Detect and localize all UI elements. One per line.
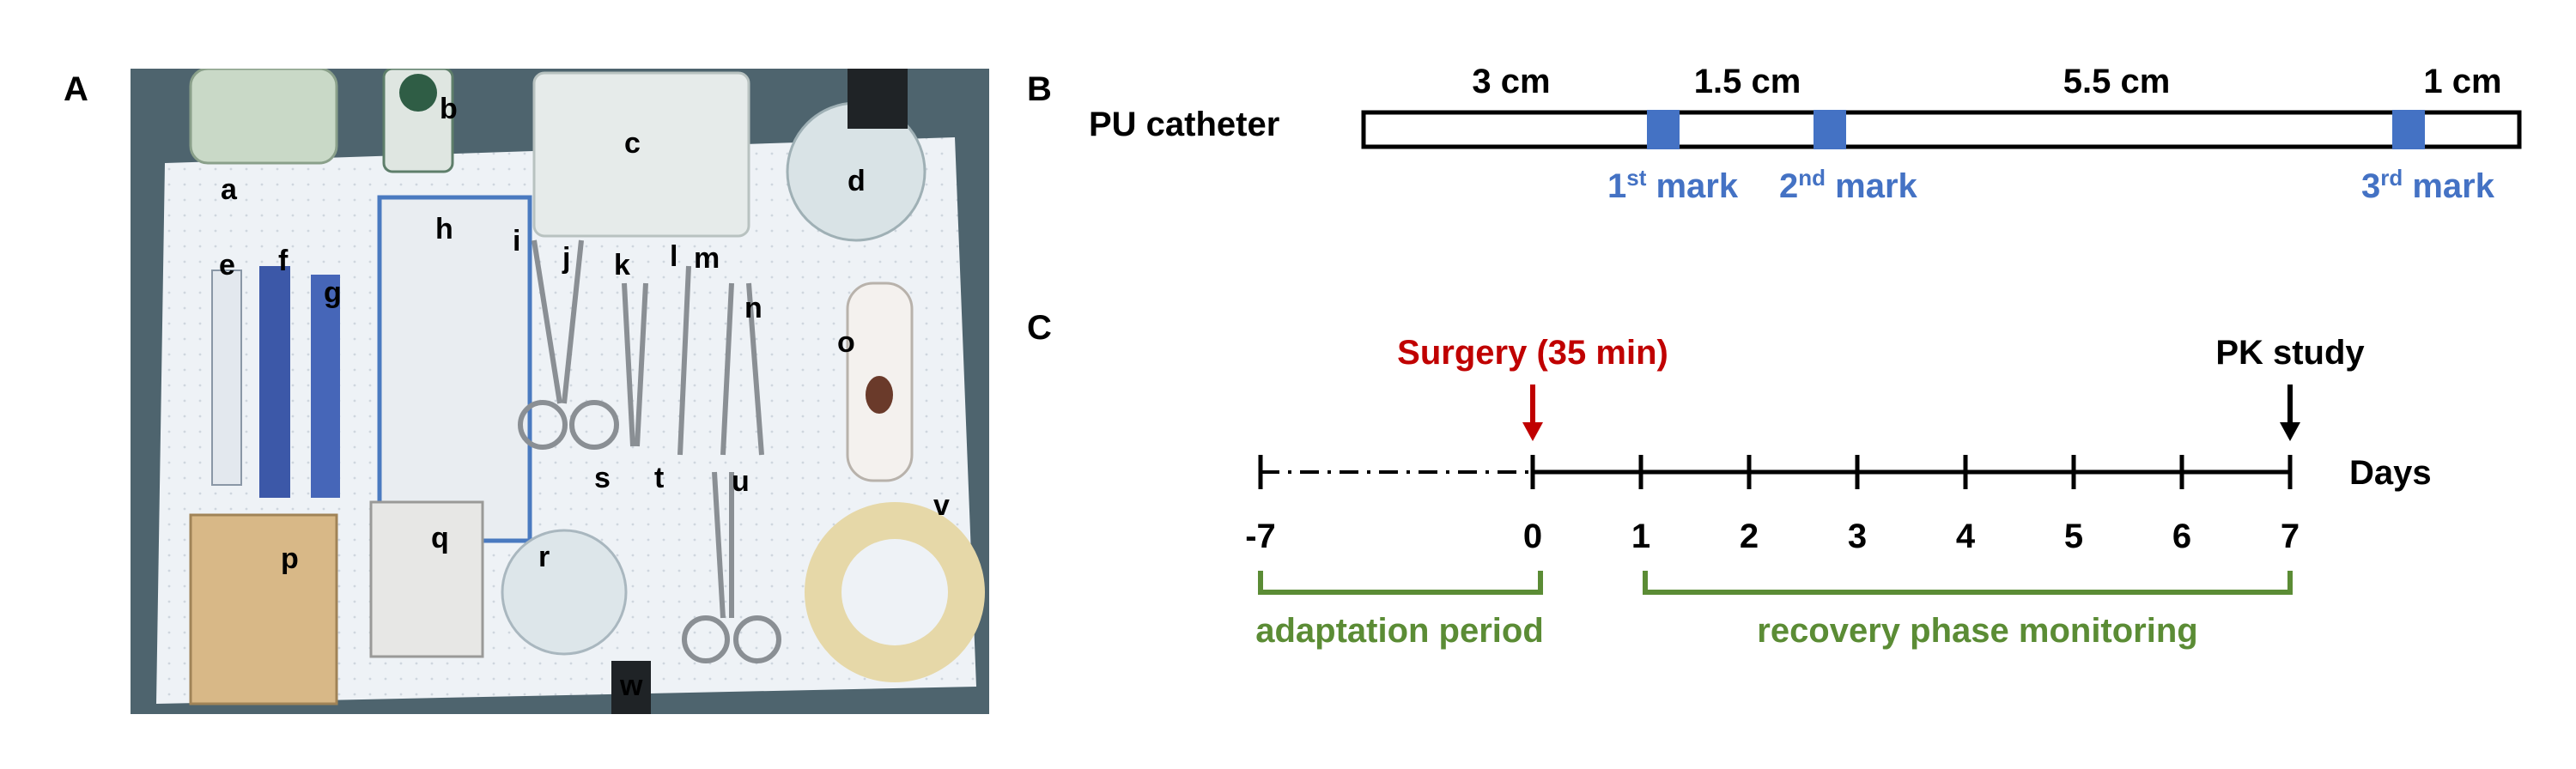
mark-1-label: 1st mark	[1607, 165, 1739, 205]
segment-2-length: 1.5 cm	[1694, 63, 1801, 100]
timeline-tick-label-7: 6	[2172, 518, 2191, 555]
recovery-bracket	[1645, 571, 2290, 592]
catheter-mark-2	[1814, 110, 1846, 149]
segment-3-length: 5.5 cm	[2063, 63, 2171, 100]
recovery-phase-label: recovery phase monitoring	[1757, 612, 2197, 650]
timeline-tick-label-5: 4	[1956, 518, 1976, 555]
timeline-tick-label-3: 2	[1740, 518, 1759, 555]
adaptation-bracket	[1261, 571, 1540, 592]
segment-4-length: 1 cm	[2423, 63, 2501, 100]
catheter-mark-1	[1647, 110, 1680, 149]
pk-study-arrow	[2280, 384, 2300, 441]
timeline-tick-label-2: 1	[1631, 518, 1650, 555]
catheter-tube	[1364, 112, 2519, 147]
mark-2-label: 2nd mark	[1779, 165, 1918, 205]
timeline-tick-label-6: 5	[2064, 518, 2083, 555]
timeline-tick-labels: -7 0 1 2 3 4 5 6 7	[1245, 518, 2300, 555]
timeline-tick-label-8: 7	[2281, 518, 2300, 555]
timeline-tick-label-4: 3	[1848, 518, 1867, 555]
surgery-label: Surgery (35 min)	[1397, 334, 1668, 372]
adaptation-period-label: adaptation period	[1255, 612, 1544, 650]
segment-1-length: 3 cm	[1472, 63, 1550, 100]
timeline-tick-label-0: -7	[1245, 518, 1276, 555]
days-axis-label: Days	[2349, 454, 2432, 492]
catheter-mark-3	[2392, 110, 2425, 149]
catheter-label: PU catheter	[1089, 106, 1279, 143]
mark-3-label: 3rd mark	[2361, 165, 2495, 205]
timeline-tick-label-1: 0	[1523, 518, 1542, 555]
surgery-arrow	[1522, 384, 1543, 441]
pk-study-label: PK study	[2215, 334, 2365, 372]
